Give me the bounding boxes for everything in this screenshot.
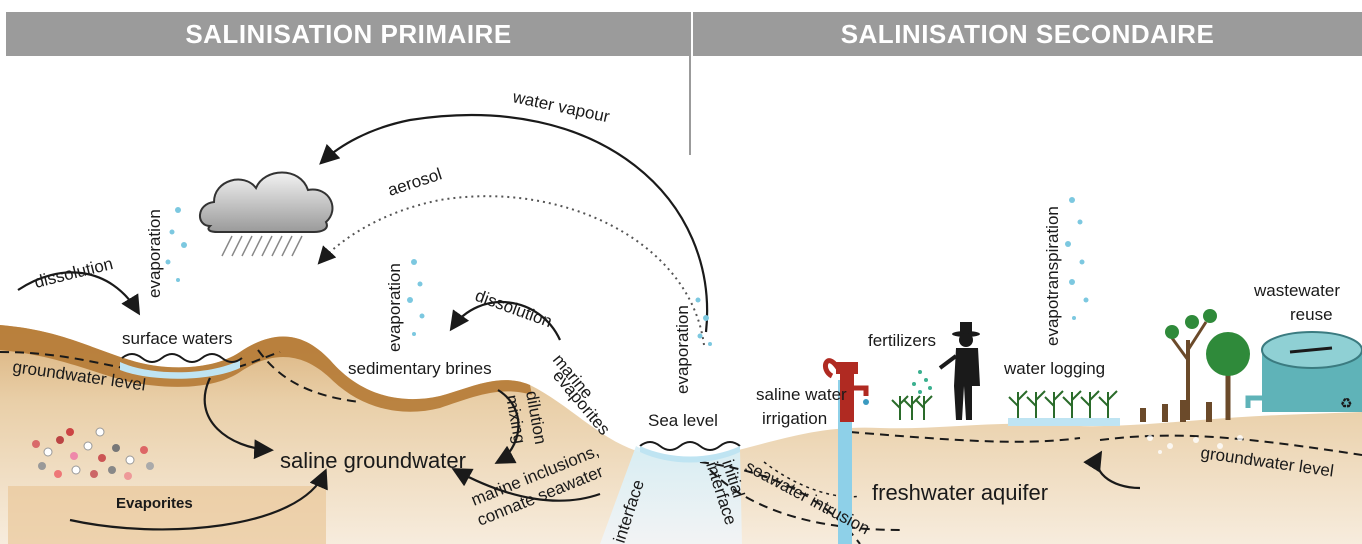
wastewater-tank-icon: ♻	[1248, 332, 1362, 412]
label-evaporation-1: evaporation	[145, 209, 164, 298]
trees-icon	[1140, 309, 1250, 422]
sea-wave	[640, 442, 740, 450]
label-evaporites: Evaporites	[116, 495, 193, 512]
label-sea-level: Sea level	[648, 411, 718, 430]
label-dissolution-2: dissolution	[473, 286, 555, 331]
label-saline-water: saline water	[756, 385, 847, 404]
rain-cloud-icon	[200, 173, 333, 257]
waterlogged-strip	[1008, 418, 1120, 426]
label-sedimentary-brines: sedimentary brines	[348, 359, 492, 378]
svg-text:♻: ♻	[1340, 395, 1353, 411]
label-irrigation: irrigation	[762, 409, 827, 428]
label-evapotranspiration: evapotranspiration	[1043, 206, 1062, 346]
label-evaporation-3: evaporation	[673, 305, 692, 394]
label-freshwater-aquifer: freshwater aquifer	[872, 480, 1048, 505]
farmer-figure-icon	[940, 322, 980, 420]
crops-icon	[892, 391, 1117, 420]
label-fertilizers: fertilizers	[868, 331, 936, 350]
label-aerosol: aerosol	[385, 165, 444, 200]
fertilizer-spray	[912, 370, 932, 394]
label-reuse: reuse	[1290, 305, 1333, 324]
label-wastewater: wastewater	[1253, 281, 1340, 300]
label-water-logging: water logging	[1003, 359, 1105, 378]
aerosol-arrow	[320, 196, 704, 345]
label-surface-waters: surface waters	[122, 329, 233, 348]
label-dissolution-1: dissolution	[32, 254, 115, 292]
label-saline-groundwater: saline groundwater	[280, 448, 466, 473]
label-evaporation-2: evaporation	[385, 263, 404, 352]
